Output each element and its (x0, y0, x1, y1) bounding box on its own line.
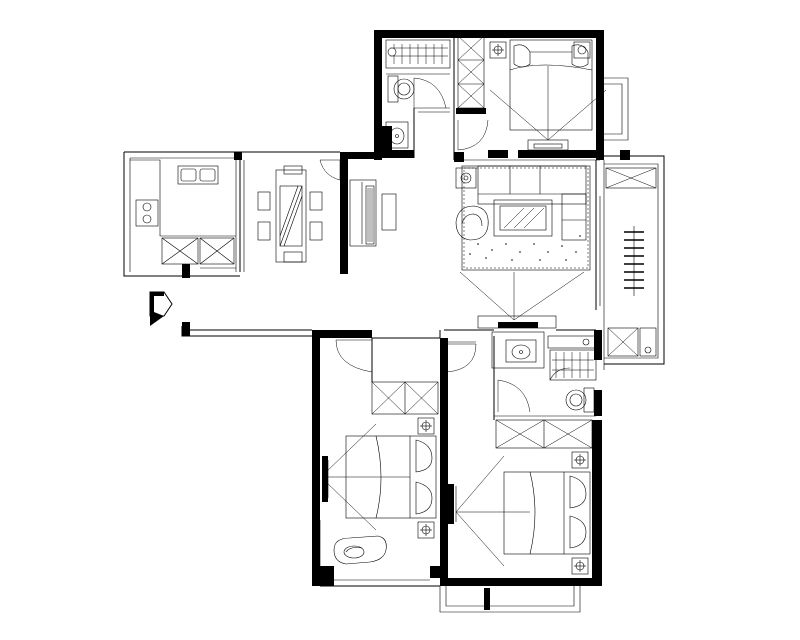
north-arrow-icon (149, 291, 173, 326)
bed-icon (509, 39, 593, 131)
tv-cabinet-icon (365, 185, 397, 245)
bedroom-2 (312, 330, 440, 587)
kitchen-area (123, 151, 340, 278)
dining-table-icon (239, 160, 323, 272)
ceiling-light-icon (489, 41, 591, 59)
second-bathroom (491, 330, 602, 420)
living-room (454, 152, 605, 370)
bed-icon (503, 471, 591, 555)
toilet-icon (565, 387, 595, 413)
armchair-icon (455, 205, 489, 241)
sink-icon (505, 339, 537, 363)
toilet-icon (387, 75, 415, 103)
door-swing-icon (319, 159, 341, 181)
balcony (604, 155, 665, 365)
ceiling-light-icon (571, 451, 589, 575)
closet (453, 30, 489, 160)
sofa-icon (477, 165, 587, 241)
stove-icon (135, 199, 159, 227)
fridge-icon (161, 237, 199, 265)
ceiling-light-icon (417, 417, 435, 539)
ceiling-light-icon (455, 167, 477, 189)
master-bath (374, 30, 454, 160)
armchair-icon (333, 535, 387, 565)
sink-icon (385, 121, 409, 149)
bedroom-3 (439, 338, 602, 613)
sink-icon (177, 165, 219, 185)
master-bedroom (454, 30, 630, 160)
